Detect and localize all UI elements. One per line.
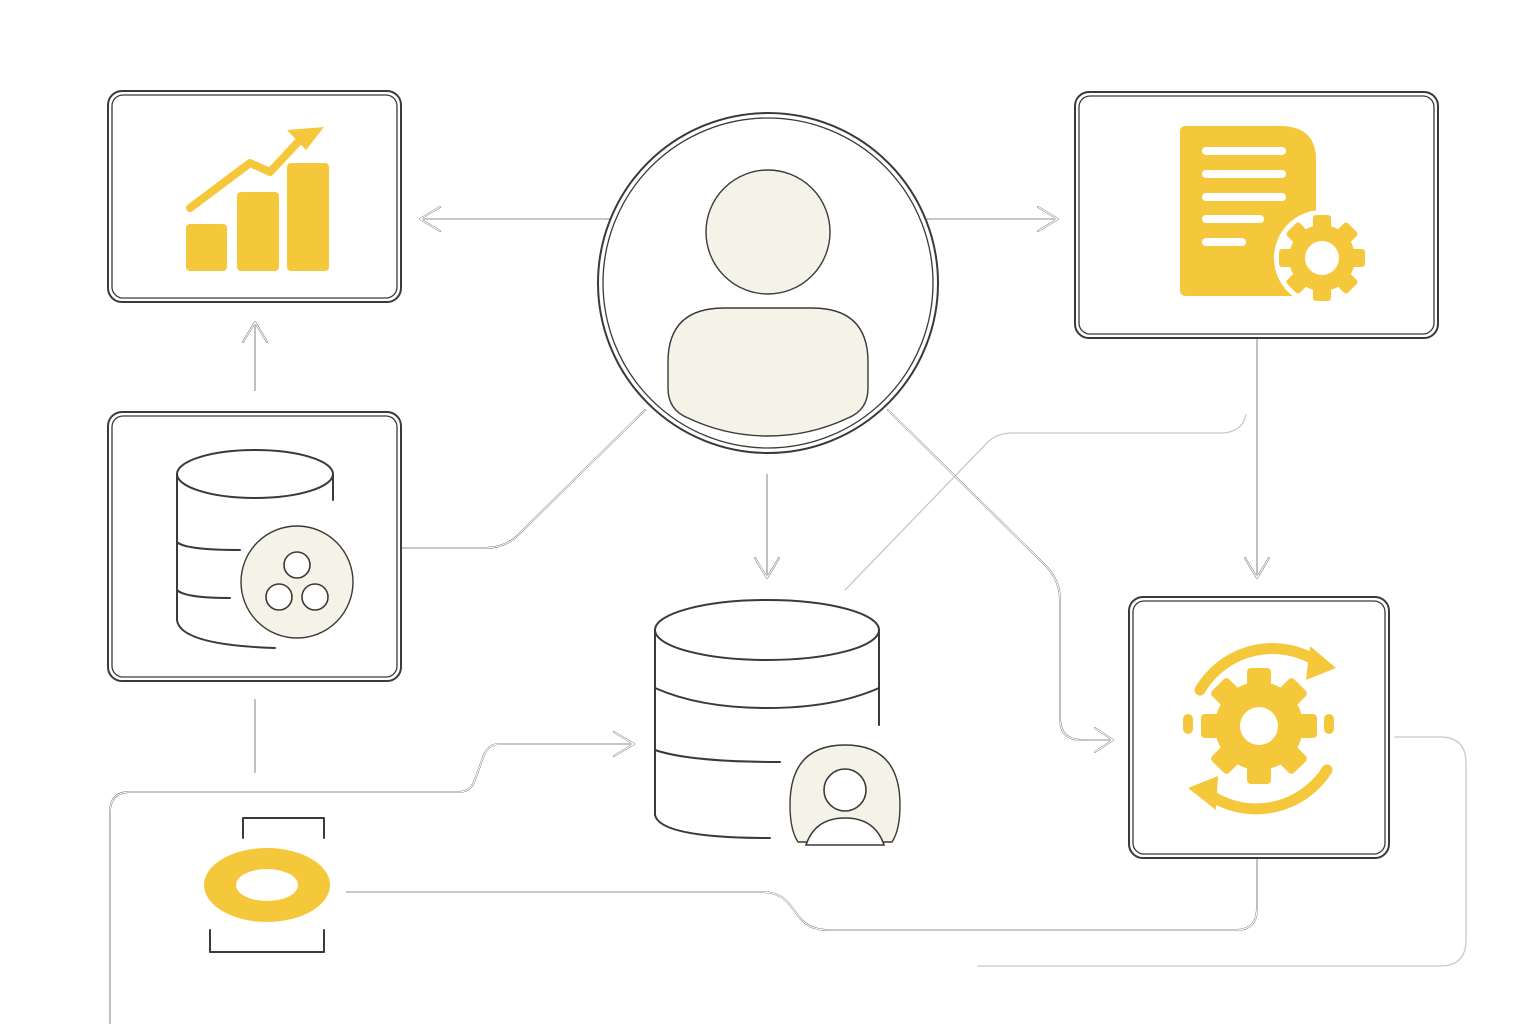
connector-hub-to-user-database — [754, 474, 780, 579]
scanner-node — [204, 817, 330, 953]
user-database-node — [654, 599, 901, 846]
connector-hub-to-automation — [887, 409, 1114, 753]
connector-left-bus-to-user-database — [109, 731, 635, 1024]
document-settings-box — [1074, 91, 1439, 339]
connector-scanner-to-automation — [346, 857, 1258, 931]
gear-refresh-icon — [1183, 643, 1336, 815]
document-gear-icon — [1180, 126, 1370, 306]
user-hub-circle — [597, 112, 939, 454]
connector-hub-to-documents — [927, 206, 1059, 232]
connector-documents-to-automation — [1244, 337, 1270, 579]
connector-hub-to-analytics — [419, 206, 613, 232]
database-user-icon — [654, 599, 901, 846]
faint-connector-right — [977, 736, 1467, 967]
user-icon — [667, 169, 869, 437]
database-network-icon — [176, 449, 354, 649]
process-automation-box — [1128, 596, 1390, 859]
database-network-box — [107, 411, 402, 682]
connector-hub-to-database-network — [401, 409, 646, 549]
analytics-box — [107, 90, 402, 303]
connector-database-to-analytics — [242, 321, 268, 391]
faint-connector-top — [844, 414, 1247, 591]
scan-target-icon — [204, 817, 330, 953]
bar-chart-trend-icon — [186, 127, 329, 271]
